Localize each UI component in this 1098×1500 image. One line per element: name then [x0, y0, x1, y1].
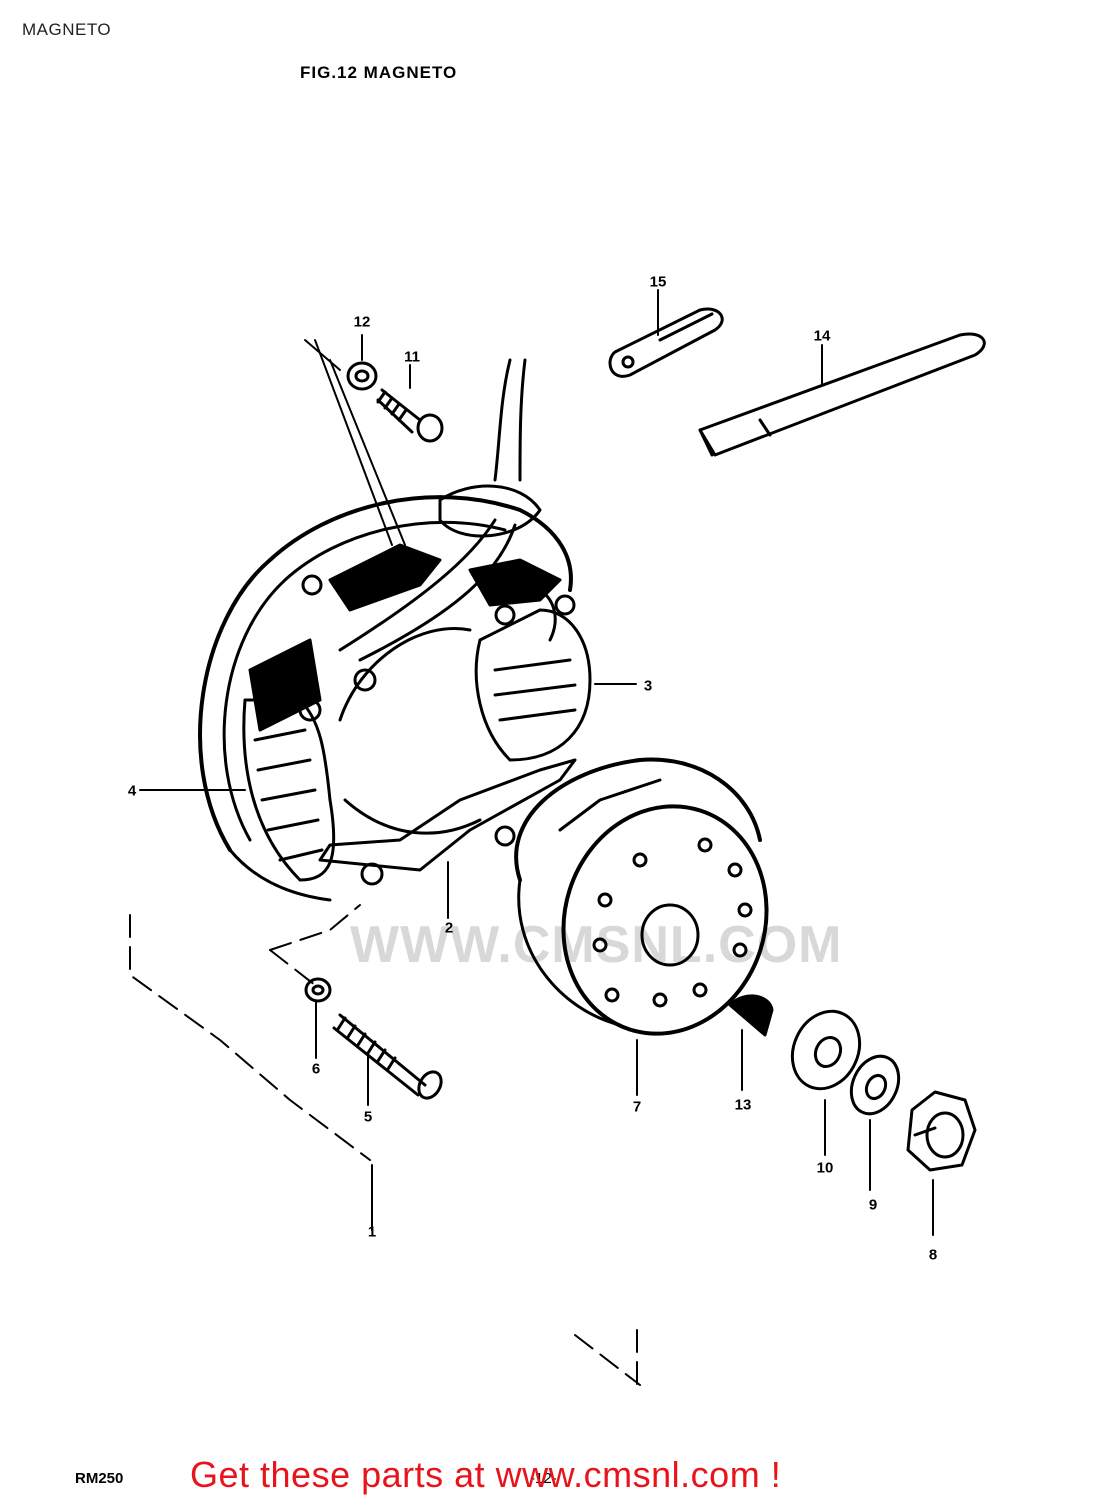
washer-6 — [304, 977, 332, 1003]
figure-title: FIG.12 MAGNETO — [300, 63, 458, 82]
key-13 — [728, 994, 774, 1037]
screw-5 — [332, 1013, 443, 1100]
page-number: -12- — [530, 1470, 557, 1487]
callout-11: 11 — [404, 348, 420, 366]
leader-lines — [139, 289, 934, 1236]
strap-14 — [698, 332, 986, 457]
callout-13: 13 — [734, 1096, 752, 1114]
callout-4: 4 — [127, 782, 137, 800]
wire-harness — [338, 358, 557, 662]
callout-14: 14 — [813, 327, 831, 345]
lock-washer-9 — [849, 1054, 901, 1116]
callout-9: 9 — [868, 1196, 878, 1214]
washer-10 — [790, 1009, 862, 1091]
callout-6: 6 — [311, 1060, 321, 1078]
nut-8 — [906, 1090, 977, 1172]
coil-3 — [338, 608, 592, 835]
model-code: RM250 — [75, 1470, 124, 1487]
callout-10: 10 — [816, 1159, 834, 1177]
callout-5: 5 — [363, 1108, 373, 1126]
shop-link[interactable]: Get these parts at www.cmsnl.com ! — [190, 1454, 782, 1495]
corner-title: MAGNETO — [22, 20, 112, 39]
watermark-text: WWW.CMSNL.COM — [350, 916, 843, 974]
callout-2: 2 — [444, 919, 454, 937]
assembly-guide-lines — [129, 904, 641, 1391]
clamp-15 — [608, 307, 724, 378]
screw-11 — [376, 388, 444, 443]
coil-4 — [242, 698, 336, 882]
callout-15: 15 — [649, 273, 667, 291]
callout-12: 12 — [353, 313, 371, 331]
bracket-2 — [298, 574, 577, 886]
callout-7: 7 — [632, 1098, 642, 1116]
rotor-7 — [514, 757, 769, 1036]
stator-plate — [198, 495, 573, 902]
callout-3: 3 — [643, 677, 653, 695]
callout-1: 1 — [367, 1223, 377, 1241]
callout-8: 8 — [928, 1246, 938, 1264]
washer-12 — [346, 361, 378, 391]
